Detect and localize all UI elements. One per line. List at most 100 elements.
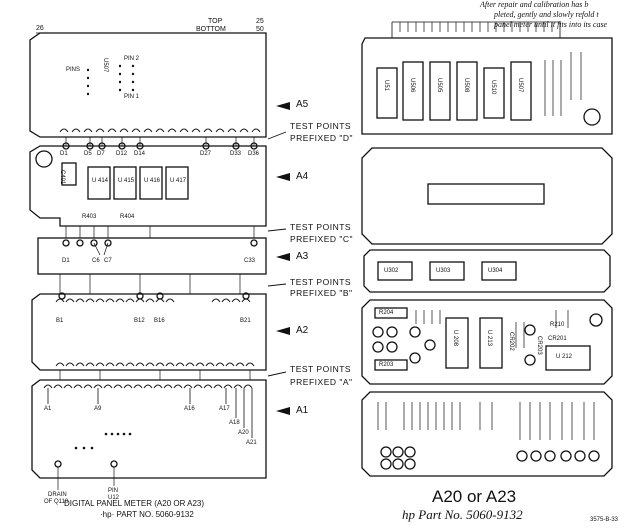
chip-u213-label: U 213	[486, 330, 492, 347]
edge-pin-26: 26	[36, 25, 44, 32]
bottom-right-resistor-marks	[377, 402, 595, 440]
tp-b1: B1	[56, 318, 64, 324]
tp-c6: C6	[92, 258, 100, 264]
r204-label: R204	[379, 310, 394, 316]
test-point-pointers	[267, 131, 287, 377]
chip-u208-label: U 208	[452, 330, 458, 347]
board-a5-outline	[29, 32, 267, 138]
tp-d36: D36	[248, 151, 260, 157]
u2xx-circles	[372, 313, 603, 366]
chip-u51	[376, 67, 398, 119]
r404-label: R404	[120, 214, 135, 220]
drain-label: DRAIN	[48, 492, 67, 498]
note-line-3: panel meter until it fits into its case	[494, 20, 608, 29]
display-window	[427, 183, 545, 205]
tp-d1: D1	[60, 151, 68, 157]
tp-a16: A16	[184, 406, 195, 412]
tp-a18: A18	[229, 420, 240, 426]
a5-pin-dots	[86, 64, 135, 96]
tp-d-label-2: PREFIXED "D"	[290, 133, 354, 143]
right-board-u2xx	[361, 299, 613, 385]
tp-d12: D12	[116, 151, 128, 157]
tp-b21: B21	[240, 318, 251, 324]
tp-d7: D7	[97, 151, 105, 157]
a4-chip-u416	[139, 166, 163, 200]
chip-u304-label: U304	[488, 268, 503, 274]
a5-bottom-pads	[59, 128, 261, 133]
a3-tp-circles	[62, 239, 258, 247]
cr203-label: CR203	[536, 336, 542, 355]
tp-d33: D33	[230, 151, 242, 157]
chip-u415-label: U 415	[118, 178, 135, 184]
tp-a-label-1: TEST POINTS	[290, 364, 352, 374]
a4-chip-u417	[165, 166, 189, 200]
chip-u505-label: U505	[436, 78, 442, 93]
right-board-top	[361, 37, 613, 135]
tp-b12: B12	[134, 318, 145, 324]
chip-u208	[445, 317, 469, 369]
a2-bottom-pads	[55, 362, 255, 367]
chip-u302-label: U302	[384, 268, 399, 274]
pin-label: PIN	[108, 488, 119, 494]
pin-label-2: U12	[108, 495, 120, 501]
r203-part	[374, 359, 408, 371]
right-caption-2: hp Part No. 5060-9132	[402, 507, 523, 522]
chip-u506-label: U506	[409, 78, 415, 93]
chip-u304	[481, 261, 517, 281]
tp-b-label-2: PREFIXED "B"	[290, 288, 353, 298]
right-board-bottom	[361, 391, 613, 477]
u2xx-resistor-marks	[415, 310, 569, 348]
a4-cap-circle	[35, 150, 53, 168]
chip-u212-label: U 212	[556, 354, 573, 360]
chip-u302	[377, 261, 413, 281]
c401-label: C401	[59, 170, 65, 185]
r203-label: R203	[379, 362, 394, 368]
tp-d5: D5	[84, 151, 92, 157]
chip-u508	[456, 61, 478, 121]
edge-top-label: TOP	[208, 18, 223, 25]
a3-leaders	[93, 242, 109, 256]
chip-u507-label: U507	[517, 78, 523, 93]
flex-wires-a5-a4	[65, 137, 255, 146]
label-a1: A1	[296, 405, 309, 416]
label-a4: A4	[296, 171, 309, 182]
flex-wires-a3-a2	[59, 274, 241, 294]
tp-d27: D27	[200, 151, 212, 157]
tp-c33: C33	[244, 258, 256, 264]
cr201-label: CR201	[548, 336, 567, 342]
chip-u507	[510, 61, 532, 121]
tp-a17: A17	[219, 406, 230, 412]
a1-bottom-tps	[54, 460, 118, 490]
left-caption-2: ·hp· PART NO. 5060-9132	[100, 510, 194, 519]
chip-u510	[483, 67, 505, 119]
chip-u505	[429, 61, 451, 121]
label-a3: A3	[296, 251, 309, 262]
tp-a20: A20	[238, 430, 249, 436]
tp-b16: B16	[154, 318, 165, 324]
tp-b-label-1: TEST POINTS	[290, 277, 352, 287]
tp-c-label-1: TEST POINTS	[290, 222, 352, 232]
c401-cap	[61, 162, 77, 186]
tp-a21: A21	[246, 440, 257, 446]
tp-a1: A1	[44, 406, 52, 412]
a5-u507-label: U507	[102, 58, 108, 73]
cr202-label: CR202	[508, 332, 514, 351]
right-top-resistor-marks	[544, 52, 582, 116]
a4-chip-u415	[113, 166, 137, 200]
edge-bottom-label: BOTTOM	[196, 26, 226, 33]
a4-chip-u414	[87, 166, 111, 200]
a2-tp-circles	[58, 292, 250, 300]
chip-u212	[545, 345, 591, 371]
a5-pin2-label: PIN 2	[124, 56, 140, 62]
right-board-u30x	[363, 249, 611, 293]
chip-u303-label: U303	[436, 268, 451, 274]
right-top-finger-lines	[399, 22, 553, 32]
chip-u506	[402, 61, 424, 121]
bottom-right-circles	[380, 446, 600, 470]
a2-top-pads	[55, 298, 251, 303]
r403-label: R403	[82, 214, 97, 220]
chip-u51-label: U51	[383, 80, 389, 92]
note-line-1: After repair and calibration has b	[480, 0, 589, 9]
a1-top-pads	[43, 384, 253, 389]
